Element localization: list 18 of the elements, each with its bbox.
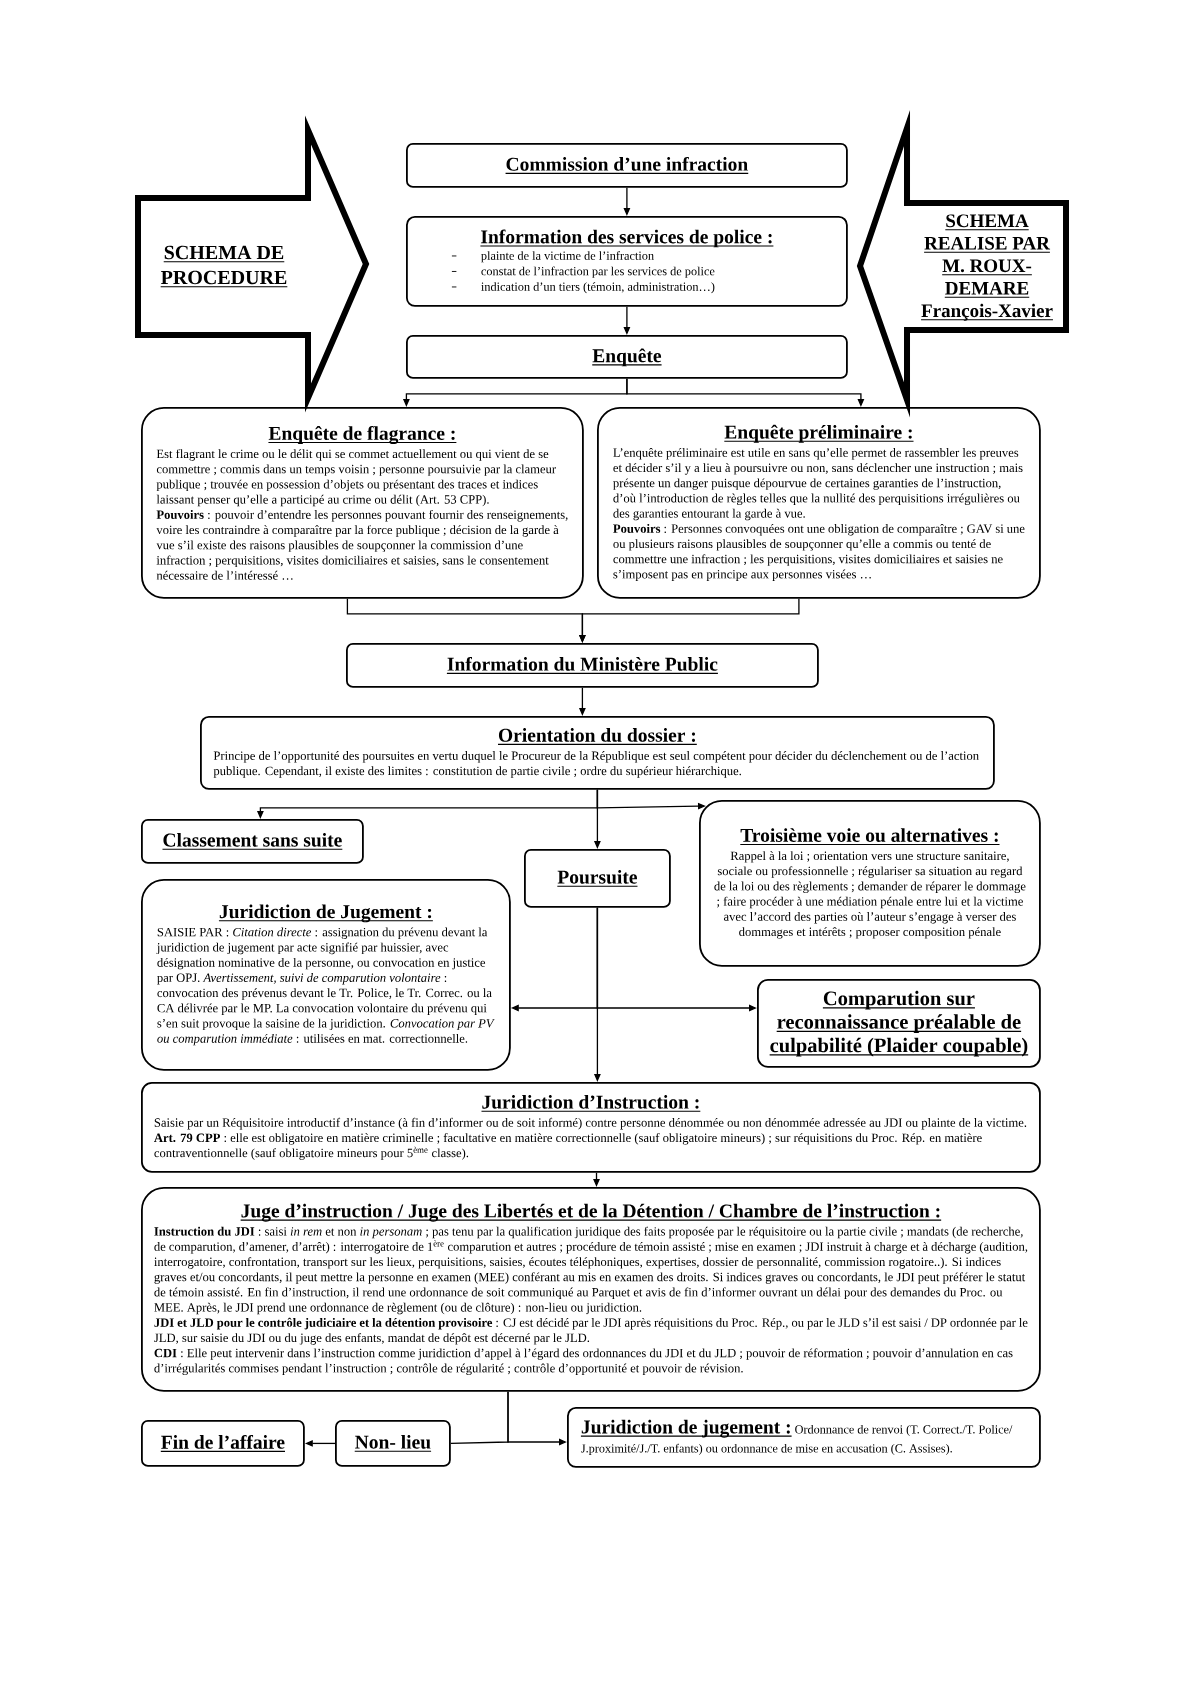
description-box: Enquête préliminaire : L’enquête préliminaire est utile en sans qu’elle permet de rassembler les preuves et décider s’il y a lieu à poursuivre ou non, sans déclencher une instruction ; mais présente un danger puisque dépourvue de certaines garanties de l’instruction, d’où l’introduction de règles telles que la nullité des perquisitions irrégulières ou des garanties entourant la garde à vue. Pouvoirs : Personnes convoquées ont une obligation de comparaître ; GAV si une ou plusieurs raisons plausibles de soupçonner qu’elle a commis ou tenté de commettre une infraction ; les perquisitions, visites domiciliaires et saisies ne s’imposent pas en principe aux personnes visées … [597, 407, 1041, 599]
description-box: Troisième voie ou alternatives : Rappel à la loi ; orientation vers une structure sanitaire, sociale ou professionnelle ; régulariser sa situation au regard de la loi ou des règlements ; demander de réparer le dommage ; faire procéder à une médiation pénale entre lui et la victime avec l’accord des parties où l’auteur s’engage à verser des dommages et intérêts ; proposer composition pénale [699, 800, 1041, 967]
process-box: Comparution sur reconnaissance préalable de culpabilité (Plaider coupable) [757, 979, 1041, 1068]
description-box: Information des services de police : plainte de la victime de l’infraction constat de l’infraction par les services de police indication d’un tiers (témoin, administration…) [406, 216, 848, 307]
description-box: Juridiction de Jugement : SAISIE PAR : Citation directe : assignation du prévenu devant la juridiction de jugement par acte signifié par huissier, avec désignation nominative de la personne, ou convocation en justice par OPJ. Avertissement, suivi de comparution volontaire : convocation des prévenus devant le Tr. Police, le Tr. Correc. ou la CA délivrée par le MP. La convocation volontaire du prévenu qui s’en suit provoque la saisine de la juridiction. Convocation par PV ou comparution immédiate : utilisées en mat. correctionnelle. [141, 879, 511, 1071]
process-box: Information du Ministère Public [346, 643, 819, 688]
arrow-banner: SCHEMA DE PROCEDURE [135, 115, 370, 413]
process-box: Commission d’une infraction [406, 143, 848, 188]
description-box: Juridiction d’Instruction : Saisie par un Réquisitoire introductif d’instance (à fin d’informer ou de soit informé) contre personne dénommée ou non dénommée adressée au JDI ou plainte de la victime. Art. 79 CPP : elle est obligatoire en matière criminelle ; facultative en matière correctionnelle (sauf obligatoire mineurs) ; sur réquisitions du Proc. Rép. en matière contraventionnelle (sauf obligatoire mineurs pour 5$^{ème}$ classe). [141, 1082, 1041, 1173]
process-box: Fin de l’affaire [141, 1420, 305, 1467]
process-box: Classement sans suite [141, 819, 364, 864]
description-box: Juridiction de jugement : Ordonnance de renvoi (T. Correct./T. Police/ J.proximité/J./T. enfants) ou ordonnance de mise en accusation (C. Assises). [567, 1407, 1041, 1468]
process-box: Enquête [406, 335, 848, 379]
process-box: Poursuite [524, 849, 671, 908]
description-box: Enquête de flagrance : Est flagrant le crime ou le délit qui se commet actuellement ou qui vient de se commettre ; commis dans un temps voisin ; personne poursuivie par la clameur publique ; trouvée en possession d’objets ou présentant des traces et indices laissant penser qu’elle a participé au crime ou délit (Art. 53 CPP). Pouvoirs : pouvoir d’entendre les personnes pouvant fournir des renseignements, voire les contraindre à comparaître par la force publique ; décision de la garde à vue s’il existe des raisons plausibles de soupçonner la commission d’une infraction ; perquisitions, visites domiciliaires et saisies, sans le consentement nécessaire de l’intéressé … [141, 407, 584, 599]
description-box: Juge d’instruction / Juge des Libertés et de la Détention / Chambre de l’instruction : Instruction du JDI : saisi in rem et non in personam ; pas tenu par la qualification juridique des faits proposée par le réquisitoire ou la partie civile ; mandats (de recherche, de comparution, d’amener, d’arrêt) : interrogatoire de 1$^{ère}$ comparution et autres ; procédure de témoin assisté ; mise en examen ; JDI instruit à charge et à décharge (audition, interrogatoire, confrontation, transport sur les lieux, perquisitions, saisies, écoutes téléphoniques, expertises, dossier de personnalité, commission rogatoire..). Si indices graves et/ou concordants, il peut mettre la personne en examen (MEE) conférant au mis en examen des droits. Si indices graves ou concordants, le JDI peut préférer le statut de témoin assisté. En fin d’instruction, il rend une ordonnance de soit communiqué au Parquet et avis de fin d’informer ouvrant un délai pour des demandes du Proc. ou MEE. Après, le JDI prend une ordonnance de règlement (ou de clôture) : non-lieu ou juridiction. JDI et JLD pour le contrôle judiciaire et la détention provisoire : CJ est décidé par le JDI après réquisitions du Proc. Rép., ou par le JLD s’il est saisi / DP ordonnée par le JLD, sur saisie du JDI ou du juge des enfants, mandat de dépôt est décerné par le JLD. CDI : Elle peut intervenir dans l’instruction comme juridiction d’appel à l’égard des ordonnances du JDI et du JLD ; pouvoir de réformation ; pouvoir d’annulation en cas d’irrégularités commises pendant l’instruction ; contrôle de régularité ; contrôle d’opportunité et pouvoir de révision. [141, 1187, 1041, 1392]
description-box: Orientation du dossier : Principe de l’opportunité des poursuites en vertu duquel le Procureur de la République est seul compétent pour décider du déclenchement ou de l’action publique. Cependant, il existe des limites : constitution de partie civile ; ordre du supérieur hiérarchique. [200, 716, 995, 790]
process-box: Non- lieu [335, 1420, 451, 1467]
